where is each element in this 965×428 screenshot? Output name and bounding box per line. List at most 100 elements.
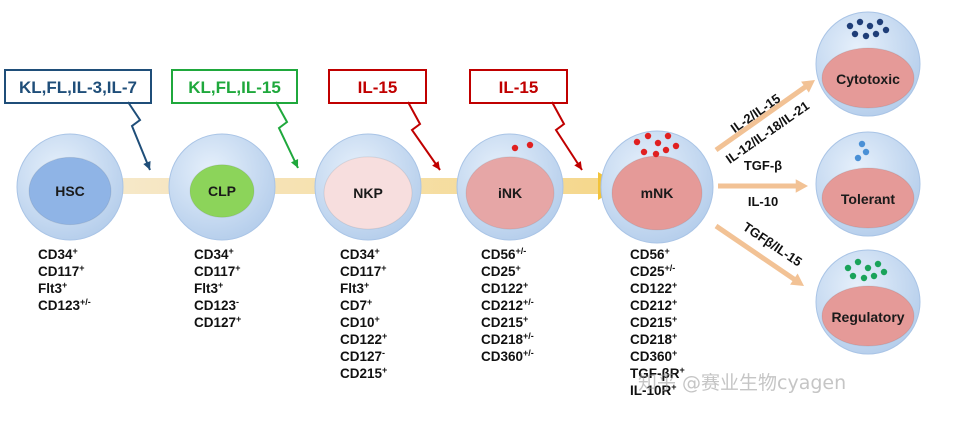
markers-nkp: CD34+CD117+Flt3+CD7+CD10+CD122+CD127-CD2… (340, 246, 440, 382)
marker-row: CD25+ (481, 263, 521, 280)
state-nucleus (821, 47, 915, 109)
marker-row: CD117+ (38, 263, 85, 280)
cytokine-box-label: KL,FL,IL-3,IL-7 (19, 78, 137, 97)
zigzag-arrow-head (143, 161, 151, 170)
zigzag-arrow (275, 101, 299, 169)
granule (662, 146, 670, 154)
marker-row: CD117+ (340, 263, 387, 280)
granule (849, 272, 857, 280)
markers-ink: CD56+/-CD25+CD122+CD212+/-CD215+CD218+/-… (481, 246, 581, 365)
granule (854, 258, 862, 266)
marker-row: CD56+ (630, 246, 670, 263)
granule (862, 148, 870, 156)
marker-row: CD10+ (340, 314, 380, 331)
marker-row: CD56+/- (481, 246, 527, 263)
cell-nucleus (189, 164, 255, 218)
granule (633, 138, 641, 146)
marker-row: Flt3+ (340, 280, 370, 297)
zigzag-arrow (407, 101, 441, 171)
branch-arrow-shaft (714, 83, 809, 153)
granule (862, 32, 870, 40)
cytokine-box-frame (328, 69, 427, 104)
branch-arrow-head (801, 80, 815, 93)
marker-row: CD25+/- (630, 263, 676, 280)
granule (872, 30, 880, 38)
branch-arrow-head (795, 179, 808, 193)
cytokine-box-frame (171, 69, 298, 104)
zigzag-arrow (127, 101, 151, 171)
cytokine-box-label: IL-15 (499, 78, 539, 97)
branch-arrow-label: IL-10 (748, 194, 778, 209)
state-cytotoxic: Cytotoxic (815, 11, 921, 117)
cytokine-box: KL,FL,IL-15 (171, 69, 299, 169)
cell-hsc: HSC (16, 133, 124, 241)
cell-nucleus (28, 156, 112, 226)
marker-row: CD123- (194, 297, 240, 314)
state-label: Tolerant (841, 191, 896, 207)
granule (870, 272, 878, 280)
granule (846, 22, 854, 30)
marker-row: IL-10R+ (630, 382, 677, 399)
cell-label: mNK (641, 185, 674, 201)
markers-mnk: CD56+CD25+/-CD122+CD212+CD215+CD218+CD36… (630, 246, 730, 399)
marker-row: CD127+ (194, 314, 242, 331)
granule (854, 154, 862, 162)
state-nucleus (821, 285, 915, 347)
cell-nucleus (465, 156, 555, 230)
cell-nkp: NKP (314, 133, 422, 241)
state-tolerant: Tolerant (815, 131, 921, 237)
branch-arrow-shaft (714, 223, 798, 283)
granule (866, 22, 874, 30)
granule (856, 18, 864, 26)
branch-arrow-head (790, 273, 804, 286)
cytokine-box-frame (4, 69, 152, 104)
cell-label: CLP (208, 183, 236, 199)
marker-row: Flt3+ (194, 280, 224, 297)
state-label: Regulatory (831, 309, 904, 325)
marker-row: CD215+ (340, 365, 388, 382)
cytokine-box: IL-15 (328, 69, 441, 171)
markers-clp: CD34+CD117+Flt3+CD123-CD127+ (194, 246, 294, 331)
marker-row: TGF-βR+ (630, 365, 685, 382)
cytokine-box-label: KL,FL,IL-15 (188, 78, 281, 97)
state-label: Cytotoxic (836, 71, 900, 87)
branch-arrow-label: TGF-β (744, 158, 782, 173)
granule (672, 142, 680, 150)
branch-arrow: TGF-βIL-10 (718, 158, 808, 209)
marker-row: CD122+ (481, 280, 529, 297)
zigzag-arrow-head (574, 161, 582, 170)
cytokine-box: KL,FL,IL-3,IL-7 (4, 69, 152, 171)
zigzag-arrow-head (290, 159, 299, 168)
marker-row: CD212+ (630, 297, 678, 314)
cell-label: HSC (55, 183, 85, 199)
marker-row: CD215+ (630, 314, 678, 331)
granule (526, 141, 534, 149)
granule (882, 26, 890, 34)
cytokine-box-frame (469, 69, 568, 104)
cell-clp: CLP (168, 133, 276, 241)
granule (860, 274, 868, 282)
marker-row: CD34+ (340, 246, 380, 263)
cell-label: NKP (353, 185, 383, 201)
marker-row: CD360+ (630, 348, 678, 365)
marker-row: CD7+ (340, 297, 373, 314)
granule (640, 148, 648, 156)
zigzag-arrow-head (432, 161, 440, 170)
granule (874, 260, 882, 268)
watermark: 知乎 @赛业生物cyagen (638, 372, 847, 394)
cytokine-boxes: KL,FL,IL-3,IL-7 KL,FL,IL-15 IL-15 IL-15 (4, 69, 583, 171)
marker-row: CD212+/- (481, 297, 534, 314)
granule (858, 140, 866, 148)
marker-row: Flt3+ (38, 280, 68, 297)
marker-row: CD117+ (194, 263, 241, 280)
granule (644, 132, 652, 140)
granule (876, 18, 884, 26)
state-regulatory: Regulatory (815, 249, 921, 355)
branch-arrows: IL-2/IL-15IL-12/IL-18/IL-21TGF-βIL-10TGF… (714, 80, 815, 286)
marker-row: CD127- (340, 348, 386, 365)
granule (511, 144, 519, 152)
